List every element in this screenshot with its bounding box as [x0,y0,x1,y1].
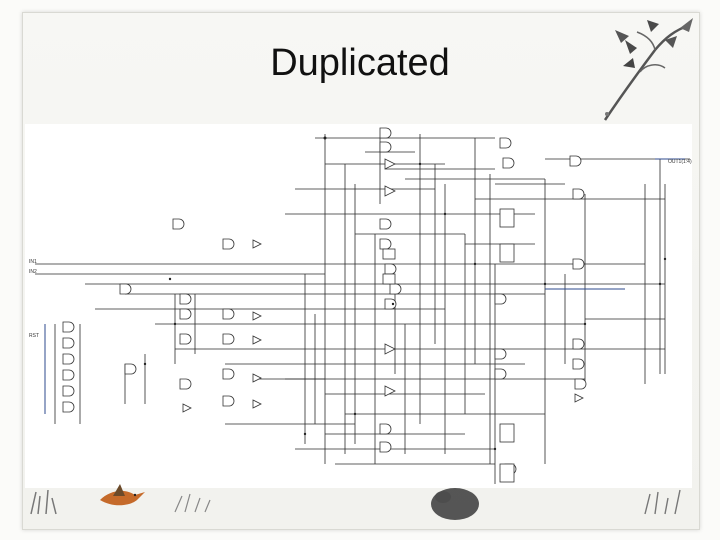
wire-network [35,134,690,484]
bus-lines [44,158,685,414]
logic-schematic: IN1 IN2 RST OUT1(1:4) [25,124,692,488]
schematic-labels: IN1 IN2 RST OUT1(1:4) [29,159,692,339]
grass-decoration-icon [174,493,211,513]
grass-decoration-icon [644,489,681,515]
ink-blot-icon [431,488,479,520]
output-label: OUT1(1:4) [668,159,692,165]
branch-decoration-icon [603,18,693,121]
junction-dots [143,136,667,451]
grass-decoration-icon [30,489,57,515]
bird-decoration-icon [100,484,145,506]
input-label: RST [29,333,39,339]
page-title: Duplicated [270,42,450,84]
flip-flop-group [382,208,515,483]
input-label: IN1 [29,259,37,265]
gate-group [62,127,587,475]
input-label: IN2 [29,269,37,275]
